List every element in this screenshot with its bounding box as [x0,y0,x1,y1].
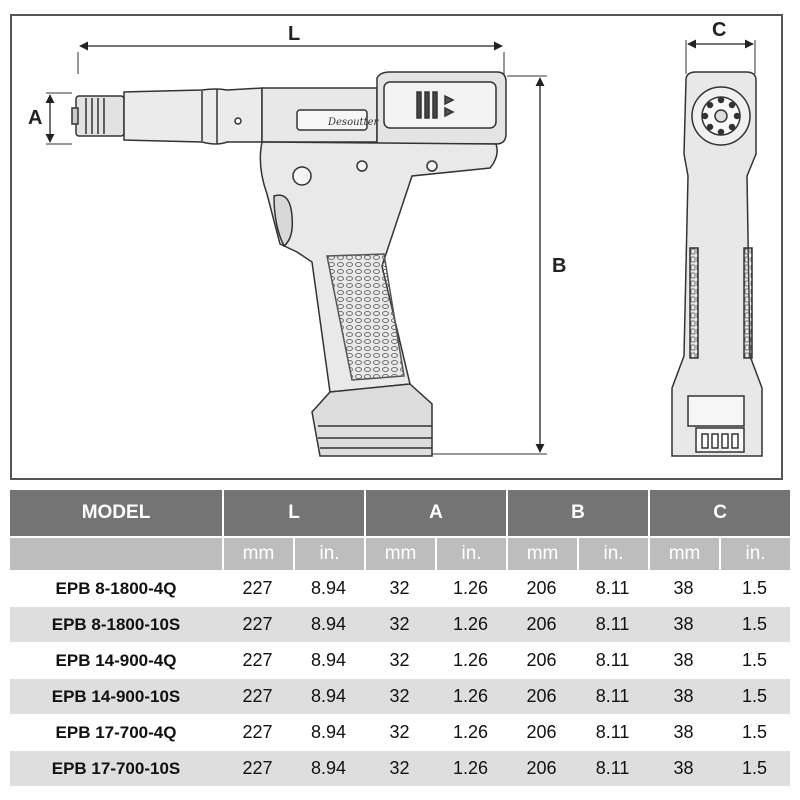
unit-c-in: in. [719,536,791,570]
value-cell: 8.94 [293,750,365,786]
value-cell: 1.26 [435,606,507,642]
value-cell: 1.5 [719,642,791,678]
tool-drawing-svg: Desoutter [45,39,763,457]
unit-a-in: in. [435,536,507,570]
table-units-row: mm in. mm in. mm in. mm in. [10,536,791,570]
value-cell: 38 [648,714,720,750]
value-cell: 227 [222,678,293,714]
value-cell: 32 [364,606,436,642]
value-cell: 38 [648,642,720,678]
header-b: B [506,490,649,536]
value-cell: 1.5 [719,570,791,606]
technical-drawing: Desoutter L A B C [10,14,783,480]
unit-b-mm: mm [506,536,578,570]
dimension-c-label: C [712,19,727,41]
value-cell: 32 [364,678,436,714]
dimension-l-line [77,41,505,74]
dimension-b-label: B [552,255,567,277]
value-cell: 8.11 [577,642,649,678]
value-cell: 1.5 [719,750,791,786]
value-cell: 8.11 [577,678,649,714]
value-cell: 206 [506,714,578,750]
model-cell: EPB 8-1800-4Q [10,570,222,606]
value-cell: 8.94 [293,714,365,750]
value-cell: 1.5 [719,714,791,750]
value-cell: 8.94 [293,570,365,606]
value-cell: 227 [222,750,293,786]
model-cell: EPB 8-1800-10S [10,606,222,642]
value-cell: 8.11 [577,714,649,750]
dimension-c-line [685,39,756,74]
model-cell: EPB 14-900-4Q [10,642,222,678]
model-cell: EPB 14-900-10S [10,678,222,714]
specifications-table: MODEL L A B C mm in. mm in. mm in. mm in… [10,490,791,786]
value-cell: 227 [222,642,293,678]
value-cell: 1.26 [435,570,507,606]
brand-logo: Desoutter [327,117,379,128]
dimension-b-line [432,75,547,455]
value-cell: 206 [506,606,578,642]
value-cell: 206 [506,570,578,606]
table-header-row: MODEL L A B C [10,490,791,536]
value-cell: 1.26 [435,678,507,714]
value-cell: 32 [364,570,436,606]
unit-b-in: in. [577,536,649,570]
value-cell: 8.11 [577,750,649,786]
value-cell: 227 [222,714,293,750]
header-l: L [222,490,365,536]
unit-l-in: in. [293,536,365,570]
value-cell: 32 [364,714,436,750]
value-cell: 32 [364,642,436,678]
value-cell: 38 [648,750,720,786]
value-cell: 32 [364,750,436,786]
unit-l-mm: mm [222,536,293,570]
value-cell: 227 [222,570,293,606]
unit-a-mm: mm [364,536,436,570]
header-a: A [364,490,507,536]
dimension-a-line [45,92,72,145]
dimension-l-label: L [288,23,301,45]
units-blank [10,536,222,570]
value-cell: 8.11 [577,570,649,606]
header-model: MODEL [10,490,222,536]
value-cell: 1.26 [435,714,507,750]
value-cell: 1.5 [719,678,791,714]
value-cell: 206 [506,678,578,714]
value-cell: 8.94 [293,642,365,678]
model-cell: EPB 17-700-10S [10,750,222,786]
value-cell: 227 [222,606,293,642]
value-cell: 1.5 [719,606,791,642]
value-cell: 38 [648,570,720,606]
value-cell: 8.94 [293,606,365,642]
header-c: C [648,490,791,536]
value-cell: 1.26 [435,642,507,678]
value-cell: 206 [506,642,578,678]
value-cell: 38 [648,606,720,642]
value-cell: 8.94 [293,678,365,714]
unit-c-mm: mm [648,536,720,570]
tool-side-view [71,71,507,457]
value-cell: 206 [506,750,578,786]
value-cell: 38 [648,678,720,714]
model-cell: EPB 17-700-4Q [10,714,222,750]
dimension-a-label: A [28,107,43,129]
value-cell: 8.11 [577,606,649,642]
value-cell: 1.26 [435,750,507,786]
tool-rear-view [671,71,763,457]
